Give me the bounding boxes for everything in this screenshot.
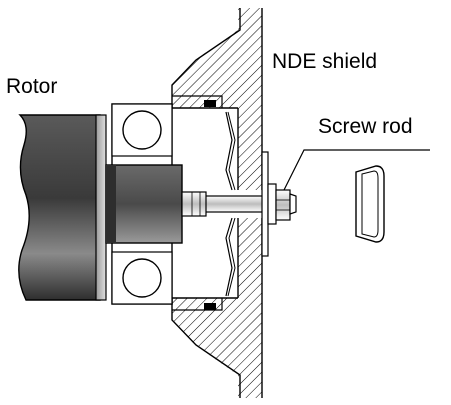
seal-bottom xyxy=(204,303,216,310)
screw-rod-leader xyxy=(283,149,430,191)
screw-rod xyxy=(181,151,297,257)
nde-shield-label: NDE shield xyxy=(272,50,377,73)
rotor-label: Rotor xyxy=(6,75,57,98)
rotor xyxy=(18,114,107,301)
screw-rod-label: Screw rod xyxy=(318,115,413,138)
nut xyxy=(275,189,291,221)
seal-top xyxy=(204,100,216,107)
bearing-ball-bottom xyxy=(122,258,162,298)
rotor-shaft xyxy=(105,164,183,244)
nde-shield xyxy=(171,8,263,398)
bearing-ball-top xyxy=(122,110,162,150)
loose-cap xyxy=(355,165,385,243)
wave-spring xyxy=(225,111,236,297)
